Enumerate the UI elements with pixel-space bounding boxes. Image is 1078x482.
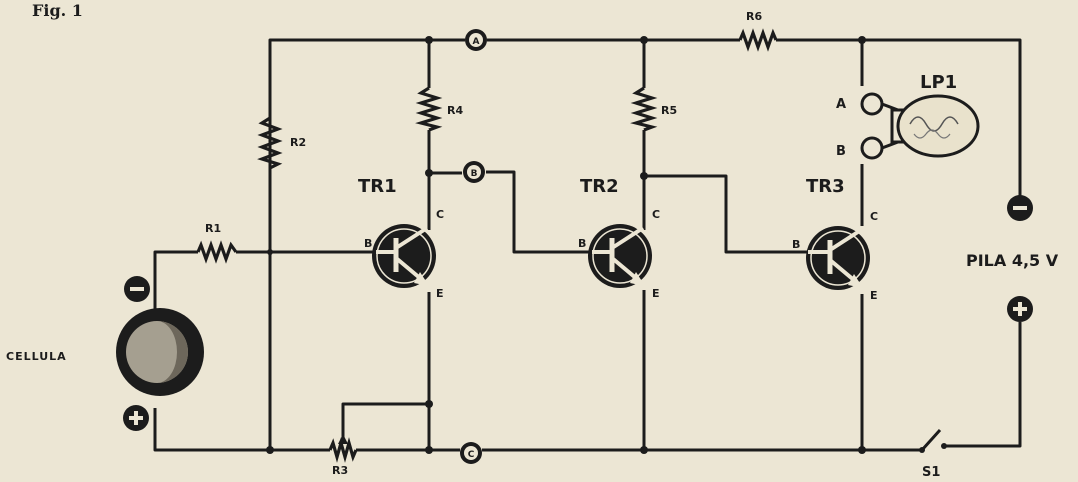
cell-minus-icon (124, 276, 150, 302)
transistor-tr3: TR3 B C E (792, 176, 878, 302)
resistor-r5: R5 (630, 86, 677, 132)
resistor-r6: R6 (738, 10, 778, 52)
r1-label: R1 (205, 222, 221, 235)
switch-s1: S1 (919, 428, 947, 480)
resistor-r2: R2 (257, 116, 306, 170)
svg-text:C: C (436, 208, 444, 221)
r6-label: R6 (746, 10, 762, 23)
svg-text:B: B (792, 238, 800, 251)
resistor-r1: R1 (196, 222, 238, 264)
tr3-label: TR3 (806, 176, 845, 197)
tr1-label: TR1 (358, 176, 397, 197)
photocell: CELLULA (6, 276, 204, 431)
transistor-tr1: TR1 B C E (358, 176, 444, 300)
s1-label: S1 (922, 465, 940, 480)
svg-text:E: E (652, 287, 660, 300)
resistor-r4: R4 (415, 86, 463, 132)
svg-text:C: C (652, 208, 660, 221)
battery-label: PILA 4,5 V (966, 251, 1059, 270)
junction-dots (266, 36, 866, 454)
lamp-lp1: LP1 A B (836, 72, 980, 160)
figure-caption: Fig. 1 (32, 1, 83, 20)
battery-minus-icon (1007, 195, 1033, 221)
svg-text:A: A (836, 97, 846, 112)
r2-label: R2 (290, 136, 306, 149)
r5-label: R5 (661, 104, 677, 117)
r4-label: R4 (447, 104, 463, 117)
node-b: B (463, 161, 485, 183)
svg-text:E: E (436, 287, 444, 300)
cell-plus-icon (123, 405, 149, 431)
svg-text:E: E (870, 289, 878, 302)
svg-text:C: C (468, 450, 475, 460)
svg-text:C: C (870, 210, 878, 223)
svg-text:B: B (471, 169, 478, 179)
tr2-label: TR2 (580, 176, 619, 197)
battery: PILA 4,5 V (966, 195, 1059, 322)
battery-plus-icon (1007, 296, 1033, 322)
svg-text:B: B (836, 144, 846, 159)
resistor-r3: R3 (328, 434, 358, 477)
cell-label: CELLULA (6, 350, 67, 363)
lp1-label: LP1 (920, 72, 957, 93)
wiring (153, 38, 1022, 452)
svg-text:B: B (578, 237, 586, 250)
transistor-tr2: TR2 B C E (578, 176, 660, 300)
svg-text:B: B (364, 237, 372, 250)
node-a: A (465, 29, 487, 51)
node-c: C (460, 442, 482, 464)
svg-text:A: A (473, 37, 480, 47)
r3-label: R3 (332, 464, 348, 477)
